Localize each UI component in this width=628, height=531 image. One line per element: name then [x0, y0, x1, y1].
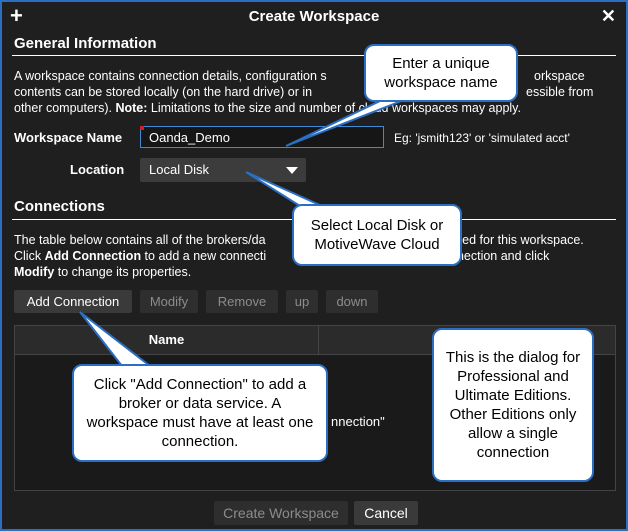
name-callout-pointer: [285, 99, 405, 147]
workspace-name-hint: Eg: 'jsmith123' or 'simulated acct': [394, 131, 570, 145]
general-text-line: Limitations to the size and n: [147, 101, 306, 115]
location-callout: Select Local Disk or MotiveWave Cloud: [292, 204, 462, 266]
location-callout-pointer: [245, 171, 323, 207]
add-connection-button[interactable]: Add Connection: [14, 290, 132, 313]
name-column-header[interactable]: Name: [15, 326, 319, 354]
workspace-name-callout: Enter a unique workspace name: [364, 44, 518, 102]
general-information-heading: General Information: [14, 35, 157, 52]
connections-text-line: to change its properties.: [54, 265, 192, 279]
close-icon[interactable]: ✕: [600, 6, 616, 26]
location-value: Local Disk: [149, 162, 209, 177]
add-connection-callout: Click "Add Connection" to add a broker o…: [72, 364, 328, 462]
location-label: Location: [70, 162, 125, 177]
create-workspace-button[interactable]: Create Workspace: [214, 501, 348, 525]
general-text-line-end: essible from: [526, 85, 594, 99]
connections-heading: Connections: [14, 198, 105, 215]
dialog-title: Create Workspace: [248, 8, 380, 25]
general-text-line: A workspace contains connection details,…: [14, 69, 327, 83]
cancel-button[interactable]: Cancel: [354, 501, 418, 525]
up-button[interactable]: up: [286, 290, 318, 313]
remove-button[interactable]: Remove: [206, 290, 278, 313]
connections-text-line: Click: [14, 249, 45, 263]
add-connection-mention: Add Connection: [44, 249, 142, 263]
general-description: A workspace contains connection details,…: [14, 68, 614, 116]
workspace-name-label: Workspace Name: [14, 130, 123, 145]
plus-icon[interactable]: +: [10, 3, 23, 28]
divider: [12, 55, 616, 56]
connections-description: The table below contains all of the brok…: [14, 232, 614, 280]
note-label: Note:: [115, 101, 148, 115]
workspace-name-value: Oanda_Demo: [149, 130, 230, 145]
general-text-line: other computers).: [14, 101, 116, 115]
modify-mention: Modify: [14, 265, 55, 279]
required-marker: [140, 126, 144, 130]
connections-text-line: to add a new connecti: [141, 249, 267, 263]
connections-text-line: The table below contains all of the brok…: [14, 233, 266, 247]
table-empty-message: nnection": [331, 414, 385, 429]
edition-callout: This is the dialog for Professional and …: [432, 328, 594, 482]
modify-button[interactable]: Modify: [140, 290, 198, 313]
title-bar: + Create Workspace ✕: [2, 2, 626, 32]
general-text-line: contents can be stored locally (on the h…: [14, 85, 313, 99]
connections-text-line-end: red for this workspace.: [458, 233, 584, 247]
general-text-line-end: orkspace: [534, 69, 585, 83]
add-callout-pointer: [79, 311, 153, 367]
chevron-down-icon: [286, 167, 298, 174]
connections-text-line-end: nnection and click: [450, 249, 550, 263]
location-select[interactable]: Local Disk: [140, 158, 306, 182]
down-button[interactable]: down: [326, 290, 378, 313]
